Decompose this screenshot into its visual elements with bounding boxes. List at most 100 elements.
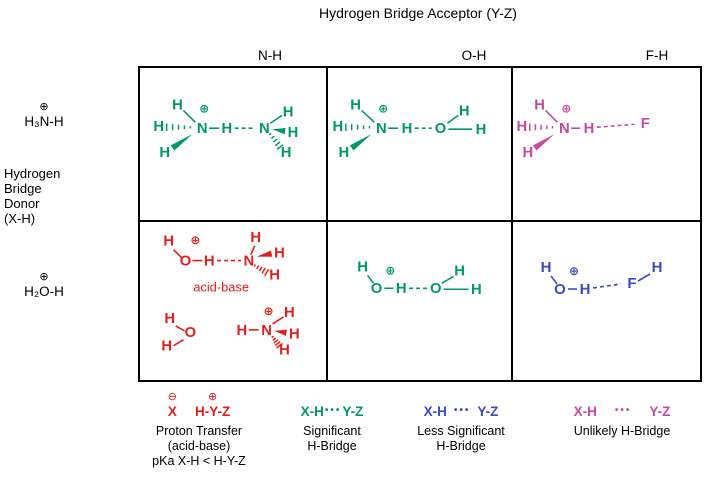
legend-caption-line: (acid-base) <box>167 439 231 453</box>
svg-text:H: H <box>333 119 344 135</box>
legend-caption: Proton Transfer (acid-base) pKa X-H < H-… <box>134 424 264 469</box>
svg-text:H: H <box>164 311 175 327</box>
legend-symbol-text: X-H <box>423 404 447 419</box>
legend-caption-line: H-Bridge <box>436 439 486 453</box>
svg-text:⊕: ⊕ <box>561 101 571 115</box>
legend-caption-line: Proton Transfer <box>155 424 243 438</box>
svg-text:H: H <box>279 343 290 359</box>
svg-text:O: O <box>185 325 197 341</box>
svg-text:H: H <box>534 97 545 113</box>
svg-text:O: O <box>430 281 442 297</box>
legend-caption: Less Significant H-Bridge <box>404 424 518 454</box>
legend-caption-line: pKa X-H < H-Y-Z <box>152 454 246 468</box>
legend-significant-hbridge: X-H ••• Y-Z Significant H-Bridge <box>282 390 382 454</box>
svg-text:H: H <box>288 125 299 141</box>
row-label-hydronium: ⊕ H₂O-H <box>12 271 76 299</box>
legend-caption-line: H-Bridge <box>307 439 357 453</box>
svg-text:H: H <box>250 230 261 246</box>
svg-text:acid-base: acid-base <box>193 279 249 294</box>
svg-text:O: O <box>554 281 566 298</box>
donor-axis-line: Hydrogen <box>4 166 61 181</box>
svg-text:H: H <box>161 339 172 355</box>
svg-text:⊕: ⊕ <box>569 264 579 278</box>
row-label-formula: H₂O-H <box>24 284 64 299</box>
legend-symbol-x: ⊖ X <box>168 390 177 420</box>
legend-symbol-text: Y-Z <box>342 404 364 419</box>
donor-axis-title: Hydrogen Bridge Donor (X-H) <box>4 166 60 226</box>
legend-caption: Significant H-Bridge <box>282 424 382 454</box>
donor-axis-line: Bridge <box>4 181 42 196</box>
legend-symbol-text: X-H <box>573 404 597 419</box>
legend-symbols: ⊖ X ⊕ H-Y-Z <box>134 390 264 420</box>
svg-text:H: H <box>222 121 233 137</box>
svg-text:H: H <box>459 103 470 119</box>
svg-text:N: N <box>259 121 270 137</box>
svg-text:H: H <box>204 254 215 270</box>
legend-less-significant-hbridge: X-H ••• Y-Z Less Significant H-Bridge <box>404 390 518 454</box>
plus-charge-icon: ⊕ <box>39 271 49 283</box>
svg-text:H: H <box>159 145 170 161</box>
svg-text:⊕: ⊕ <box>190 233 200 247</box>
svg-text:H: H <box>350 97 361 113</box>
svg-text:H: H <box>454 263 465 279</box>
svg-text:⊕: ⊕ <box>378 101 388 115</box>
hbridge-dots-icon: ••• <box>614 405 632 416</box>
legend-symbols: X-H ••• Y-Z <box>404 404 518 420</box>
svg-text:H: H <box>289 327 300 343</box>
legend-symbol-text: X-H <box>300 404 324 419</box>
svg-text:H: H <box>172 97 183 113</box>
svg-text:N: N <box>197 121 208 137</box>
svg-text:H: H <box>517 119 528 135</box>
row-label-formula: H₃N-H <box>24 114 64 129</box>
legend-symbols: X-H ••• Y-Z <box>556 404 688 420</box>
svg-text:N: N <box>559 121 570 137</box>
svg-text:H: H <box>584 121 595 137</box>
minus-charge-icon: ⊖ <box>167 391 177 403</box>
legend-caption-line: Significant <box>303 424 361 438</box>
svg-text:N: N <box>376 121 387 137</box>
hbridge-dots-icon: ••• <box>453 405 471 416</box>
plus-charge-icon: ⊕ <box>208 391 218 403</box>
svg-text:H: H <box>283 104 294 120</box>
svg-text:⊕: ⊕ <box>264 304 274 318</box>
svg-text:H: H <box>281 145 292 161</box>
acceptor-axis-title: Hydrogen Bridge Acceptor (Y-Z) <box>319 5 517 21</box>
svg-text:H: H <box>274 246 285 262</box>
legend-symbol-text: X <box>167 404 177 419</box>
svg-text:H: H <box>471 282 482 298</box>
legend-symbol-hyz: ⊕ H-Y-Z <box>195 390 230 420</box>
row-label-ammonium: ⊕ H₃N-H <box>12 101 76 129</box>
column-header-oh: O-H <box>461 48 487 63</box>
svg-text:F: F <box>641 116 650 132</box>
column-header-fh: F-H <box>645 48 669 63</box>
svg-text:H: H <box>580 281 591 298</box>
svg-text:H: H <box>338 145 349 161</box>
svg-text:H: H <box>541 259 552 276</box>
hbridge-dots-icon: ••• <box>324 405 342 416</box>
svg-text:H: H <box>357 259 368 275</box>
donor-axis-line: Donor <box>4 196 40 211</box>
svg-text:⊕: ⊕ <box>385 263 395 277</box>
svg-text:H: H <box>476 122 487 138</box>
svg-text:H: H <box>163 234 174 250</box>
svg-text:H: H <box>396 281 407 297</box>
legend-symbol-text: H-Y-Z <box>194 404 231 419</box>
svg-text:⊕: ⊕ <box>199 101 209 115</box>
plus-charge-icon: ⊕ <box>39 101 49 113</box>
svg-text:H: H <box>522 145 533 161</box>
svg-text:N: N <box>261 323 272 339</box>
svg-text:H: H <box>269 267 280 283</box>
svg-text:N: N <box>243 254 254 270</box>
